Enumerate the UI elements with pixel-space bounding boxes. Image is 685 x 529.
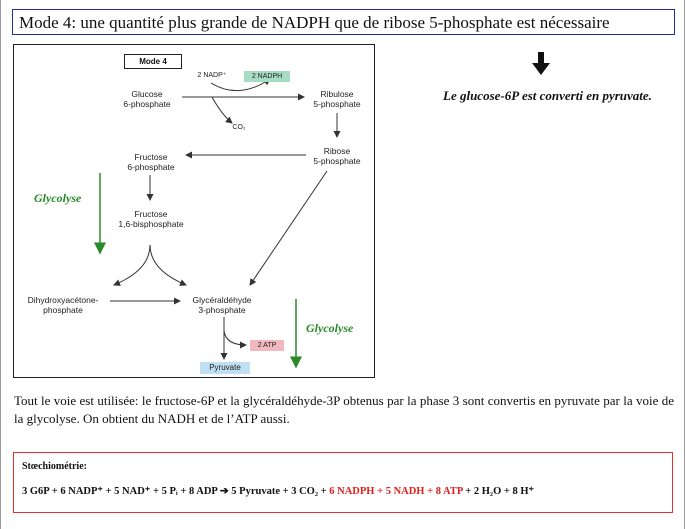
label-fructose-1-6-bisphosphate: Fructose 1,6-bisphosphate <box>118 209 184 229</box>
label-fructose-6-phosphate: Fructose 6-phosphate <box>127 152 175 172</box>
pathway-arrows <box>94 78 341 369</box>
label-glucose-6-phosphate: Glucose 6-phosphate <box>123 89 171 109</box>
pathway-figure: Mode 4 Glucose 6-phosphate 2 NADP⁺ 2 NAD… <box>13 44 375 378</box>
stoichiometry-equation: 3 G6P + 6 NADP⁺ + 5 NAD⁺ + 5 Pᵢ + 8 ADP … <box>22 485 534 497</box>
label-glyceraldehyde-3-phosphate: Glycéraldéhyde 3-phosphate <box>192 295 252 315</box>
equation-nadh: 5 NADH <box>385 486 425 497</box>
explanation-paragraph: Tout le voie est utilisée: le fructose-6… <box>14 393 674 426</box>
glycolyse-label-right: Glycolyse <box>306 321 354 335</box>
label-dihydroxyacetone-phosphate: Dihydroxyacétone- phosphate <box>27 295 99 315</box>
label-co2: CO₂ <box>232 124 246 131</box>
label-nadp: 2 NADP⁺ <box>197 72 227 79</box>
pyruvate-badge: Pyruvate <box>200 362 250 374</box>
arrow-down-icon <box>532 52 550 75</box>
glycolyse-label-left: Glycolyse <box>34 191 82 205</box>
arrow-co2 <box>211 96 233 124</box>
label-ribose-5-phosphate: Ribose 5-phosphate <box>313 146 361 166</box>
nadph-badge: 2 NADPH <box>244 71 290 82</box>
equation-plus2: + <box>424 486 436 497</box>
equation-plus1: + <box>374 486 386 497</box>
equation-atp: 8 ATP <box>435 486 463 497</box>
arrow-nadp-nadph <box>210 78 271 92</box>
equation-part2: + 2 H₂O + 8 H⁺ <box>462 486 535 497</box>
stoichiometry-box: Stœchiométrie: 3 G6P + 6 NADP⁺ + 5 NAD⁺ … <box>13 452 673 513</box>
equation-part1: 3 G6P + 6 NADP⁺ + 5 NAD⁺ + 5 Pᵢ + 8 ADP … <box>22 486 330 497</box>
stoichiometry-title: Stœchiométrie: <box>22 461 87 472</box>
atp-badge: 2 ATP <box>250 340 284 351</box>
arrow-atp <box>223 330 247 349</box>
arrow-f16bp-g3p <box>149 244 187 286</box>
arrow-f16bp-dhap <box>113 244 151 286</box>
label-ribulose-5-phosphate: Ribulose 5-phosphate <box>313 89 361 109</box>
arrow-ribose-g3p <box>249 170 328 286</box>
equation-nadph: 6 NADPH <box>329 486 375 497</box>
conclusion-text: Le glucose-6P est converti en pyruvate. <box>443 88 652 103</box>
title-box: Mode 4: une quantité plus grande de NADP… <box>12 9 675 35</box>
page-title: Mode 4: une quantité plus grande de NADP… <box>19 13 610 32</box>
mode-label: Mode 4 <box>124 54 182 69</box>
